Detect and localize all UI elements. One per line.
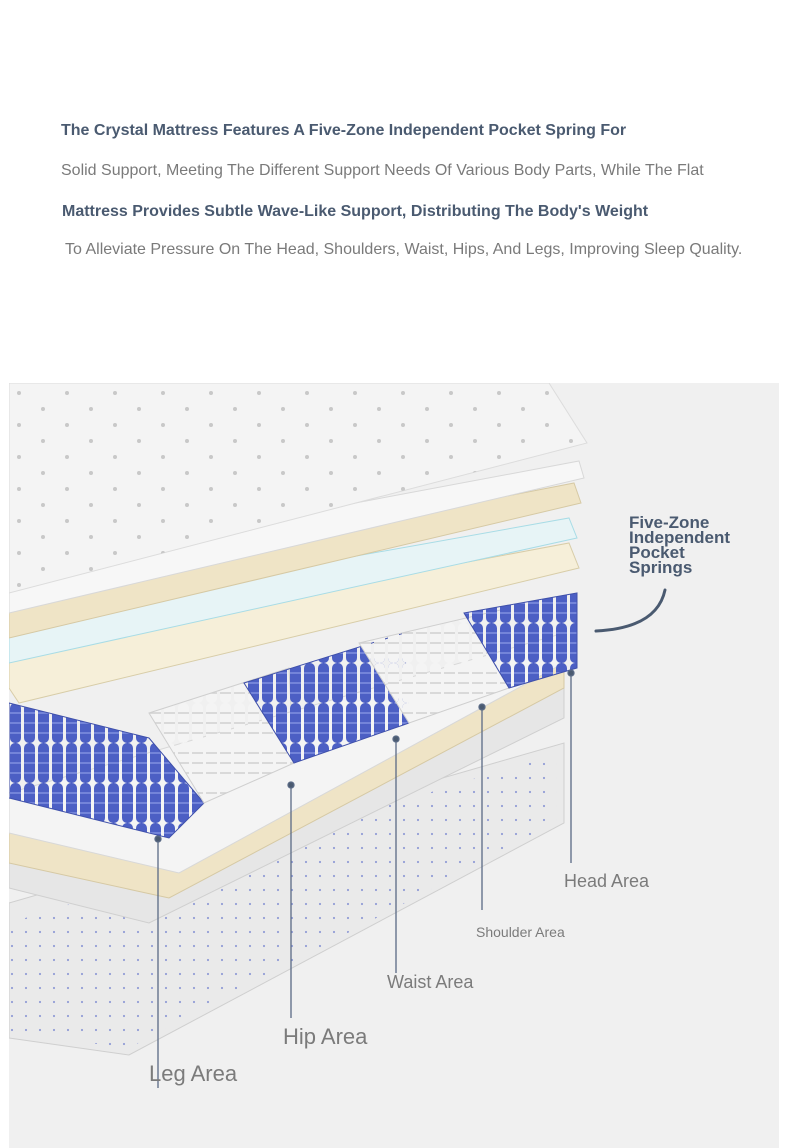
callout-line-2: Independent (629, 528, 731, 547)
leg-area-label: Leg Area (149, 1061, 238, 1086)
zone-leader-lines (154, 669, 575, 1088)
five-zone-callout: Five-Zone Independent Pocket Springs (629, 513, 731, 577)
mattress-layer-diagram: Five-Zone Independent Pocket Springs Hea… (9, 383, 779, 1148)
hip-area-label: Hip Area (283, 1024, 368, 1049)
quilted-top-layer (9, 383, 588, 594)
description-line-3: Mattress Provides Subtle Wave-Like Suppo… (62, 203, 649, 220)
upper-layers (9, 460, 585, 704)
mattress-base (9, 742, 565, 1056)
callout-arrow (594, 588, 667, 633)
mattress-illustration (9, 383, 667, 1088)
callout-line-1: Five-Zone (629, 513, 710, 532)
description-line-1: The Crystal Mattress Features A Five-Zon… (61, 122, 627, 139)
waist-area-label: Waist Area (387, 972, 474, 992)
callout-line-4: Springs (629, 558, 693, 577)
shoulder-area-label: Shoulder Area (476, 924, 565, 940)
head-area-label: Head Area (564, 871, 650, 891)
pocket-spring-core (9, 592, 578, 839)
callout-line-3: Pocket (629, 543, 685, 562)
description-line-2: Solid Support, Meeting The Different Sup… (61, 162, 704, 179)
description-line-4: To Alleviate Pressure On The Head, Shoul… (65, 241, 743, 258)
